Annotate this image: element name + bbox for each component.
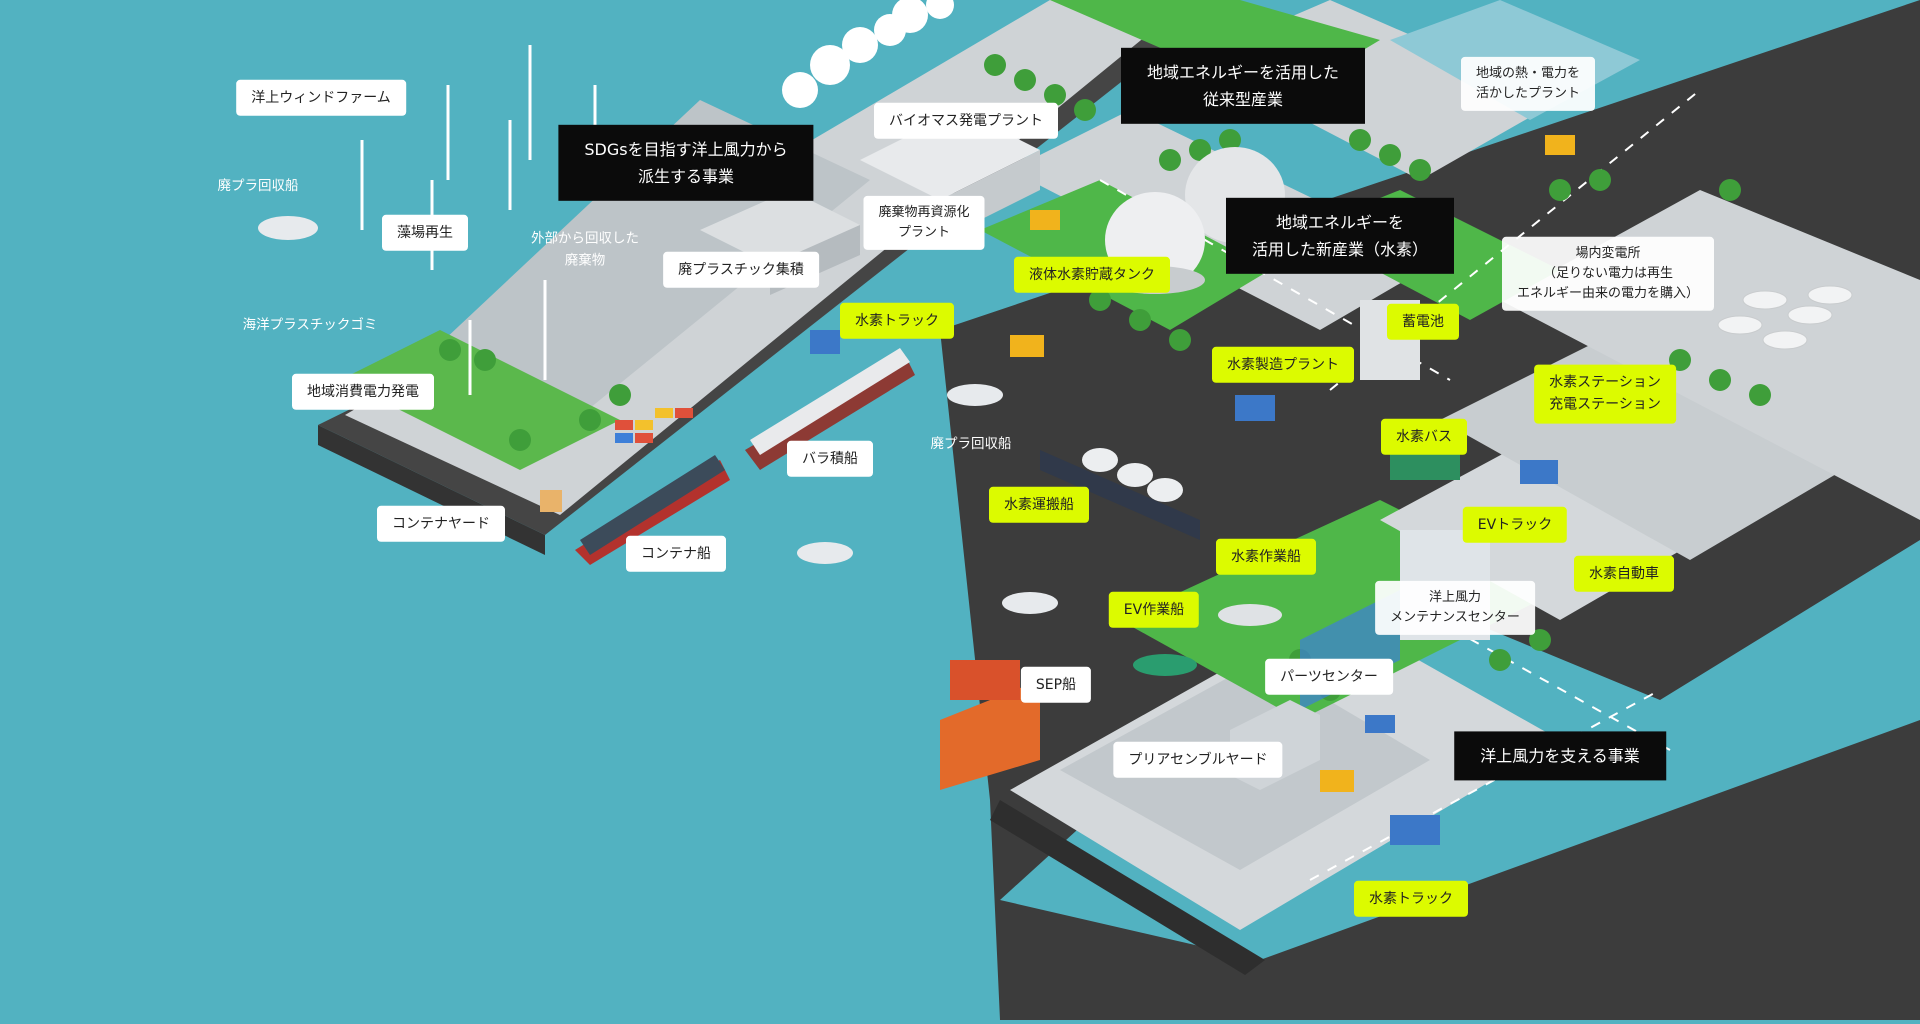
label-hydrogen-carrier: 水素運搬船 — [989, 486, 1089, 524]
label-hydrogen-car: 水素自動車 — [1574, 555, 1674, 593]
heading-new-hydrogen-industry: 地域エネルギーを活用した新産業（水素） — [1225, 197, 1455, 275]
label-substation: 場内変電所（足りない電力は再生エネルギー由来の電力を購入） — [1501, 236, 1715, 312]
label-waste-recycling-plant: 廃棄物再資源化プラント — [863, 195, 985, 251]
heading-support-business: 洋上風力を支える事業 — [1454, 731, 1666, 781]
label-sep-ship: SEP船 — [1020, 666, 1092, 704]
label-bulk-carrier: バラ積船 — [787, 440, 873, 478]
label-pre-assembly-yard: プリアセンブルヤード — [1113, 741, 1283, 779]
containers — [540, 408, 693, 512]
label-seaweed-regeneration: 藻場再生 — [382, 214, 468, 252]
label-ocean-plastic: 海洋プラスチックゴミ — [242, 317, 378, 334]
label-ev-truck: EVトラック — [1462, 506, 1568, 544]
label-hydrogen-plant: 水素製造プラント — [1212, 346, 1354, 384]
label-collected-waste: 外部から回収した廃棄物 — [531, 230, 639, 268]
ships — [258, 216, 1282, 790]
label-ev-work-boat: EV作業船 — [1108, 591, 1200, 629]
trees — [439, 54, 1771, 701]
label-hydrogen-bus: 水素バス — [1381, 418, 1467, 456]
vehicles — [810, 135, 1575, 845]
label-plastic-recovery-ship-2: 廃プラ回収船 — [930, 436, 1012, 453]
label-liquid-hydrogen-tank: 液体水素貯蔵タンク — [1014, 256, 1170, 294]
label-battery: 蓄電池 — [1387, 303, 1459, 341]
label-heat-power-plant: 地域の熱・電力を活かしたプラント — [1460, 56, 1596, 112]
label-biomass-plant: バイオマス発電プラント — [874, 102, 1058, 140]
label-container-yard: コンテナヤード — [377, 505, 505, 543]
label-container-ship: コンテナ船 — [626, 535, 726, 573]
heading-conventional-industry: 地域エネルギーを活用した従来型産業 — [1120, 47, 1366, 125]
label-plastic-recovery-ship: 廃プラ回収船 — [217, 178, 299, 195]
label-hydrogen-station: 水素ステーション充電ステーション — [1534, 364, 1676, 424]
label-hydrogen-work-boat: 水素作業船 — [1216, 538, 1316, 576]
label-local-power: 地域消費電力発電 — [292, 373, 434, 411]
steam-plumes — [782, 0, 954, 108]
storage-tanks — [1717, 285, 1853, 350]
label-hydrogen-truck-2: 水素トラック — [1354, 880, 1468, 918]
label-offshore-wind-farm: 洋上ウィンドファーム — [236, 79, 406, 117]
heading-offshore-wind-derived: SDGsを目指す洋上風力から派生する事業 — [558, 124, 814, 202]
label-om-center: 洋上風力メンテナンスセンター — [1375, 580, 1535, 636]
label-hydrogen-truck: 水素トラック — [840, 302, 954, 340]
label-plastic-collection: 廃プラスチック集積 — [663, 251, 819, 289]
label-parts-center: パーツセンター — [1265, 658, 1393, 696]
